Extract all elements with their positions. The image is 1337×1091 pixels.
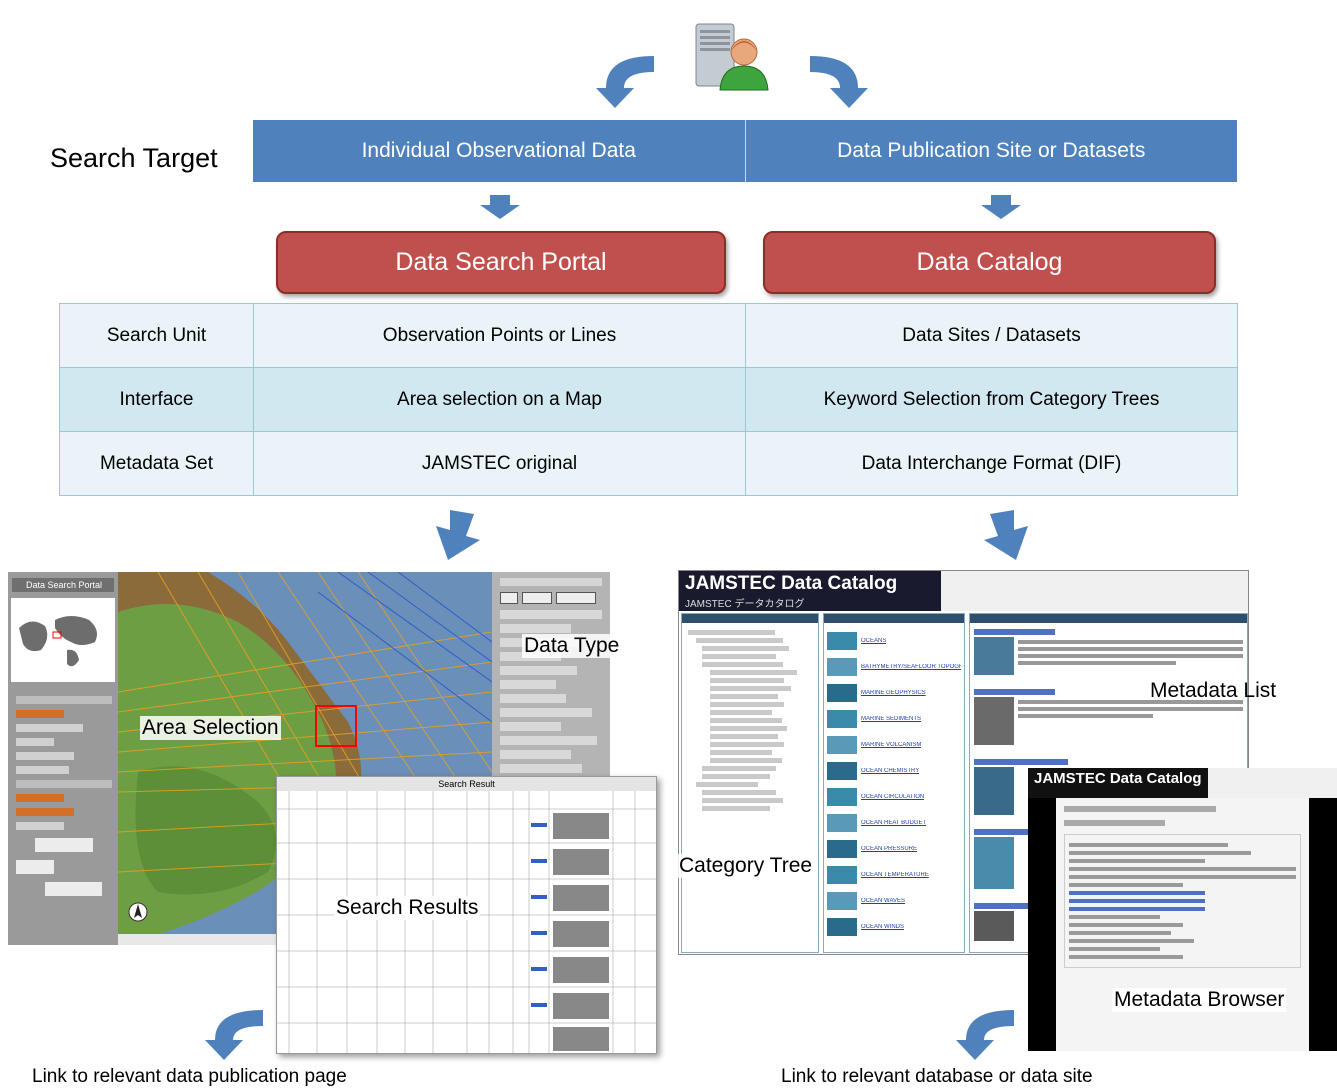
row-header: Metadata Set	[59, 431, 254, 496]
right-cell: Data Sites / Datasets	[745, 303, 1238, 368]
search-target-bar: Individual Observational Data Data Publi…	[253, 120, 1237, 182]
metadata-list-label: Metadata List	[1150, 679, 1277, 702]
browser-title: JAMSTEC Data Catalog	[1034, 770, 1202, 787]
results-table	[277, 791, 656, 1053]
portal-app-title: Data Search Portal	[12, 578, 114, 592]
keyword-label: OCEAN HEAT BUDGET	[861, 819, 927, 826]
user-server-icon	[695, 23, 769, 91]
right-caption: Link to relevant database or data site	[781, 1066, 1093, 1087]
keyword-label: OCEANS	[861, 637, 887, 644]
keyword-label: OCEAN WAVES	[861, 897, 906, 904]
keyword-thumbnail	[827, 709, 857, 728]
keyword-label: OCEAN TEMPERATURE	[861, 871, 929, 878]
keyword-thumbnail	[827, 891, 857, 910]
keyword-thumbnail	[827, 683, 857, 702]
category-tree-panel	[681, 613, 819, 953]
left-cell: Observation Points or Lines	[253, 303, 746, 368]
down-arrow-icon	[436, 510, 480, 560]
target-individual-data: Individual Observational Data	[361, 139, 636, 162]
catalog-header: JAMSTEC Data Catalog JAMSTEC データカタログ	[679, 571, 1248, 611]
list-item[interactable]: OCEAN TEMPERATURE	[827, 862, 961, 887]
search-target-label: Search Target	[50, 143, 218, 173]
keyword-label: BATHYMETRY/SEAFLOOR TOPOGRAPHY	[861, 663, 961, 670]
table-row: Interface Area selection on a Map Keywor…	[59, 367, 1238, 432]
keyword-thumbnail	[827, 813, 857, 832]
keyword-list-panel: OCEANS BATHYMETRY/SEAFLOOR TOPOGRAPHY MARI…	[823, 613, 965, 953]
target-publication-site: Data Publication Site or Datasets	[744, 120, 1238, 182]
curved-arrow-left-icon	[956, 1010, 1014, 1060]
keyword-label: OCEAN CIRCULATION	[861, 793, 925, 800]
search-results-label: Search Results	[334, 896, 481, 920]
row-header: Search Unit	[59, 303, 254, 368]
list-item[interactable]: MARINE VOLCANISM	[827, 732, 961, 757]
data-search-portal-box: Data Search Portal	[276, 231, 726, 294]
list-item[interactable]: OCEAN WINDS	[827, 914, 961, 939]
category-tree-label: Category Tree	[677, 854, 815, 878]
keyword-thumbnail	[827, 839, 857, 858]
list-item[interactable]: OCEAN WAVES	[827, 888, 961, 913]
list-item[interactable]: BATHYMETRY/SEAFLOOR TOPOGRAPHY	[827, 654, 961, 679]
curved-arrow-right-icon	[810, 56, 868, 108]
right-cell: Data Interchange Format (DIF)	[745, 431, 1238, 496]
keyword-thumbnail	[827, 631, 857, 650]
keyword-label: OCEAN CHEMISTRY	[861, 767, 920, 774]
list-item[interactable]: OCEAN HEAT BUDGET	[827, 810, 961, 835]
results-header: Search Result	[277, 777, 656, 791]
keyword-label: MARINE VOLCANISM	[861, 741, 922, 748]
data-type-label: Data Type	[522, 634, 622, 658]
list-item[interactable]: OCEAN CHEMISTRY	[827, 758, 961, 783]
keyword-label: MARINE GEOPHYSICS	[861, 689, 926, 696]
metadata-browser-label: Metadata Browser	[1112, 988, 1287, 1012]
data-catalog-box: Data Catalog	[763, 231, 1216, 294]
left-cell: JAMSTEC original	[253, 431, 746, 496]
keyword-thumbnail	[827, 917, 857, 936]
catalog-title: JAMSTEC Data Catalog	[685, 573, 898, 594]
list-item[interactable]: OCEANS	[827, 628, 961, 653]
keyword-thumbnail	[827, 787, 857, 806]
down-arrow-icon	[984, 510, 1028, 560]
down-arrow-icon	[480, 195, 520, 219]
curved-arrow-left-icon	[205, 1010, 263, 1060]
table-row: Metadata Set JAMSTEC original Data Inter…	[59, 431, 1238, 496]
keyword-thumbnail	[827, 657, 857, 676]
list-item[interactable]: MARINE GEOPHYSICS	[827, 680, 961, 705]
left-cell: Area selection on a Map	[253, 367, 746, 432]
keyword-thumbnail	[827, 735, 857, 754]
keyword-label: OCEAN WINDS	[861, 923, 905, 930]
left-caption: Link to relevant data publication page	[32, 1066, 347, 1087]
keyword-label: OCEAN PRESSURE	[861, 845, 918, 852]
area-selection-label: Area Selection	[140, 716, 281, 740]
table-row: Search Unit Observation Points or Lines …	[59, 303, 1238, 368]
portal-side-panel: Data Search Portal	[8, 572, 118, 945]
keyword-thumbnail	[827, 865, 857, 884]
down-arrow-icon	[981, 195, 1021, 219]
curved-arrow-left-icon	[596, 56, 654, 108]
catalog-subtitle: JAMSTEC データカタログ	[685, 599, 805, 610]
list-item[interactable]: OCEAN PRESSURE	[827, 836, 961, 861]
list-item[interactable]: OCEAN CIRCULATION	[827, 784, 961, 809]
right-cell: Keyword Selection from Category Trees	[745, 367, 1238, 432]
keyword-thumbnail	[827, 761, 857, 780]
list-item[interactable]: MARINE SEDIMENTS	[827, 706, 961, 731]
keyword-label: MARINE SEDIMENTS	[861, 715, 922, 722]
world-minimap	[11, 598, 115, 682]
row-header: Interface	[59, 367, 254, 432]
comparison-table: Search Unit Observation Points or Lines …	[59, 303, 1238, 496]
area-selection-box	[315, 705, 357, 747]
